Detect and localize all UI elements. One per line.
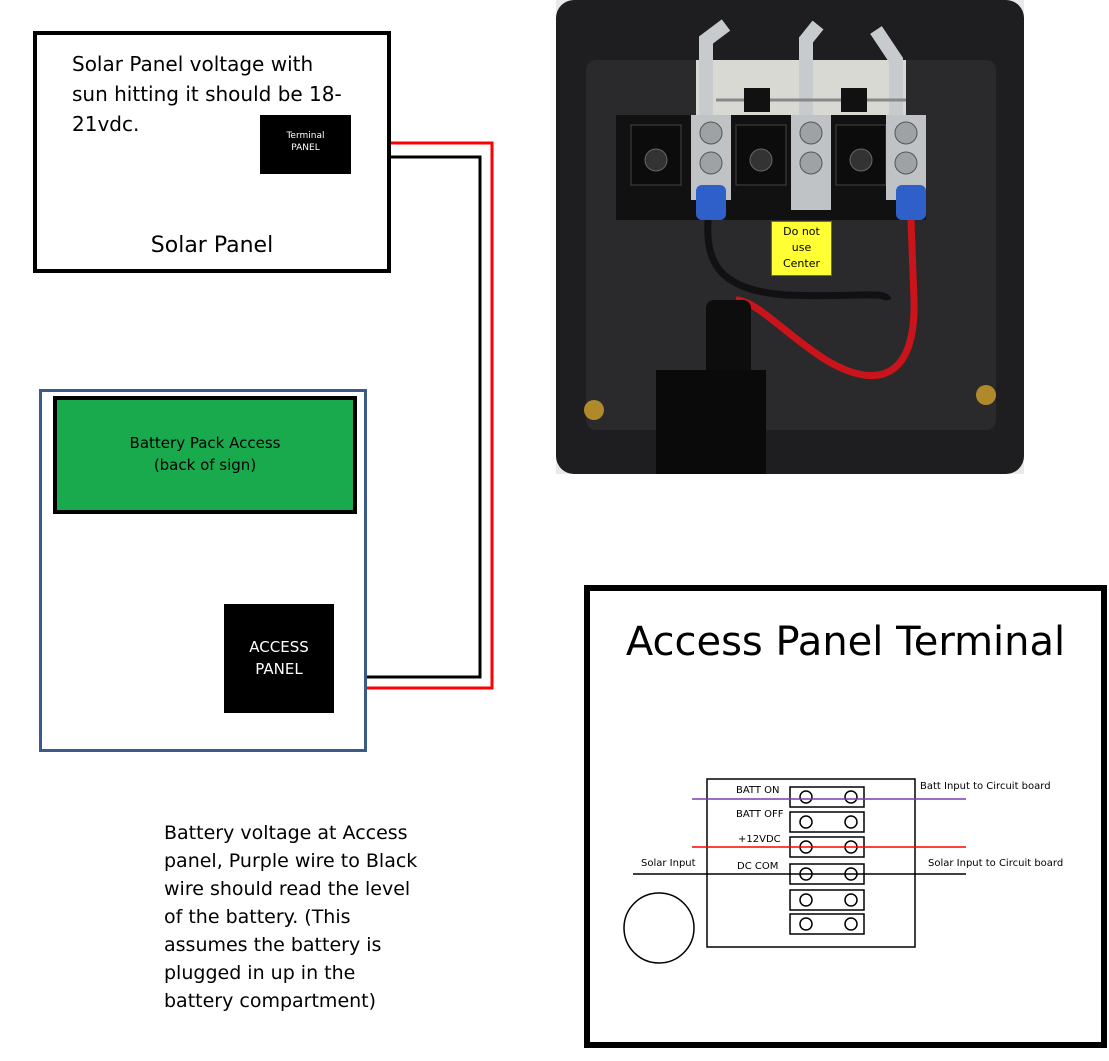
battery-pack-access: Battery Pack Access (back of sign) (53, 396, 357, 514)
junction-box-photo: Do not use Center (556, 0, 1024, 474)
terminal-strip (789, 786, 865, 935)
solar-voltage-note: Solar Panel voltage with sun hitting it … (72, 52, 342, 136)
access-panel: ACCESS PANEL (224, 604, 334, 713)
batt-input-to-board-label: Batt Input to Circuit board (920, 781, 1051, 792)
black-wire (334, 155, 482, 679)
solar-input-to-board-label: Solar Input to Circuit board (928, 858, 1064, 869)
solar-input-label: Solar Input (641, 858, 696, 869)
terminal-label-batt-on: BATT ON (736, 785, 780, 796)
access-panel-terminal-title: Access Panel Terminal (625, 619, 1066, 665)
solar-panel-title: Solar Panel (150, 233, 274, 258)
do-not-use-center-label: Do not use Center (771, 221, 832, 276)
access-panel-terminal-diagram: Access Panel Terminal (584, 585, 1107, 1048)
terminal-label-batt-off: BATT OFF (736, 809, 784, 820)
red-wire (334, 141, 494, 690)
battery-voltage-note: Battery voltage at Access panel, Purple … (164, 822, 418, 1012)
solar-input-circle (623, 892, 695, 964)
terminal-label-12vdc: +12VDC (738, 834, 781, 845)
terminal-label-dc-com: DC COM (737, 861, 779, 872)
terminal-panel: Terminal PANEL (260, 115, 351, 174)
